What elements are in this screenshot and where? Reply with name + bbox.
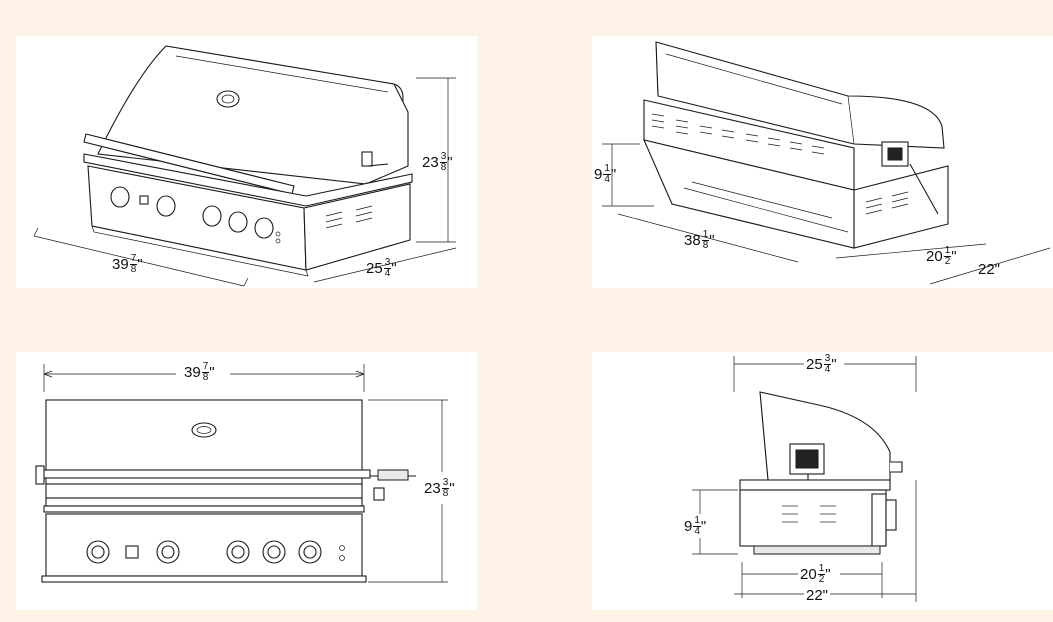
side-drawing bbox=[692, 356, 917, 602]
iso-back-overall-depth-dim: 22" bbox=[978, 261, 1001, 278]
side-overall-depth-dim: 22" bbox=[806, 587, 829, 604]
iso-front-drawing bbox=[33, 45, 457, 287]
iso-back-drawing bbox=[602, 41, 1051, 285]
front-drawing bbox=[35, 364, 448, 583]
